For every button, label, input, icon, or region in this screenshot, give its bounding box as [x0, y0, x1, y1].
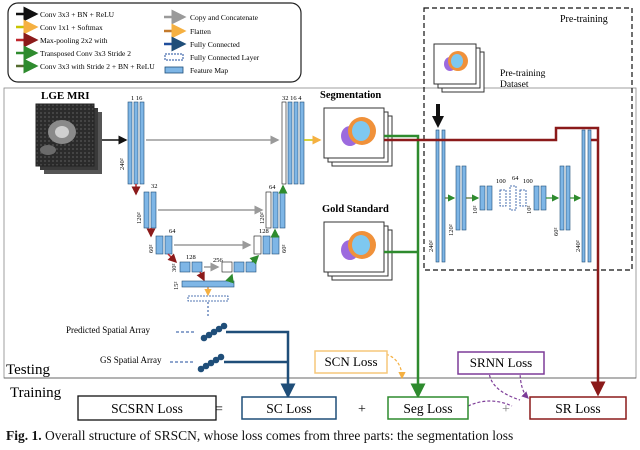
seg-loss-box [387, 396, 469, 420]
gs-spatial-array [197, 353, 225, 373]
dim-30: 30² [171, 264, 178, 273]
dim-240-a: 240² [119, 158, 126, 170]
segmentation-label: Segmentation [320, 90, 381, 101]
caption-text: Overall structure of SRSCN, whose loss c… [41, 428, 514, 443]
dim-32: 32 [151, 183, 158, 190]
dim-10a: 10² [472, 206, 479, 215]
scsrn-loss-box [77, 395, 217, 421]
dim-256: 256 [213, 257, 224, 264]
gold-standard-label: Gold Standard [322, 204, 389, 215]
testing-label: Testing [6, 362, 50, 378]
pretraining-dataset-stack [433, 43, 485, 93]
dim-64b: 64 [269, 184, 276, 191]
legend-feature-map-swatch [164, 66, 184, 74]
gs-array-label: GS Spatial Array [100, 355, 162, 365]
dim-100b: 100 [523, 178, 533, 185]
dim-128: 128 [186, 254, 196, 261]
srnn-network [435, 129, 592, 263]
dim-240-b: 240² [428, 240, 435, 252]
pretraining-title: Pre-training [560, 14, 608, 25]
dim-100a: 100 [496, 178, 506, 185]
legend-box: Conv 3x3 + BN + ReLU Conv 1x1 + Softmax … [7, 2, 302, 83]
dim-60: 60² [148, 245, 155, 254]
scn-loss-label: SCN Loss [324, 354, 377, 369]
predicted-array-label: Predicted Spatial Array [66, 325, 150, 335]
legend-strided-conv-label: Conv 3x3 with Stride 2 + BN + ReLU [40, 62, 155, 71]
dim-240-c: 240² [575, 240, 582, 252]
legend-fc-label: Fully Connected [190, 40, 240, 49]
legend-maxpool-label: Max-pooling 2x2 with [40, 36, 108, 45]
srnn-loss-box [457, 351, 545, 375]
legend-transposed-label: Transposed Conv 3x3 Stride 2 [40, 49, 131, 58]
seg-loss-label: Seg Loss [403, 401, 452, 416]
dim-64: 64 [169, 228, 176, 235]
sc-loss-label: SC Loss [266, 401, 311, 416]
gold-standard-stack [323, 221, 393, 281]
dim-60c: 60² [553, 228, 560, 237]
plus-sign-2: + [502, 402, 510, 417]
mri-input-image [35, 103, 102, 174]
unet-decoder [221, 101, 322, 284]
seg-path-prediction [384, 134, 420, 396]
figure-caption: Fig. 1. Overall structure of SRSCN, whos… [6, 428, 640, 444]
dim-10b: 10² [526, 206, 533, 215]
predicted-spatial-array [200, 322, 228, 342]
dim-top-channels: 1 16 [131, 95, 143, 102]
dim-128b: 128 [259, 228, 269, 235]
scsrn-loss-label: SCSRN Loss [111, 401, 183, 416]
caption-prefix: Fig. 1. [6, 428, 42, 443]
sc-path-predicted [226, 330, 290, 398]
segmentation-output-stack [323, 107, 393, 167]
legend-fc-layer-swatch [164, 53, 184, 61]
scn-loss-box [314, 350, 388, 374]
plus-sign-1: + [358, 402, 366, 417]
srnn-loss-label: SRNN Loss [470, 355, 533, 370]
sr-loss-box [529, 396, 627, 420]
legend-copy-label: Copy and Concatenate [190, 13, 259, 22]
input-label: LGE MRI [41, 90, 90, 102]
legend-fc-layer-label: Fully Connected Layer [190, 53, 260, 62]
legend-conv-label: Conv 3x3 + BN + ReLU [40, 10, 115, 19]
dim-60b: 60² [281, 245, 288, 254]
dim-64c: 64 [512, 175, 519, 182]
dim-120: 120² [136, 212, 143, 224]
legend-flatten-label: Flatten [190, 27, 211, 36]
dim-120c: 120² [448, 224, 455, 236]
dim-15: 15² [173, 282, 180, 291]
training-label: Training [10, 385, 62, 401]
unet-encoder [102, 101, 235, 302]
sc-loss-box [241, 396, 337, 420]
equals-sign: = [215, 402, 223, 417]
sr-loss-label: SR Loss [555, 401, 600, 416]
legend-softmax-label: Conv 1x1 + Softmax [40, 23, 103, 32]
dim-120b: 120² [259, 212, 266, 224]
sr-path-prediction [384, 126, 600, 394]
legend-feature-map-label: Feature Map [190, 66, 228, 75]
dim-out-channels: 32 16 4 [282, 95, 302, 102]
